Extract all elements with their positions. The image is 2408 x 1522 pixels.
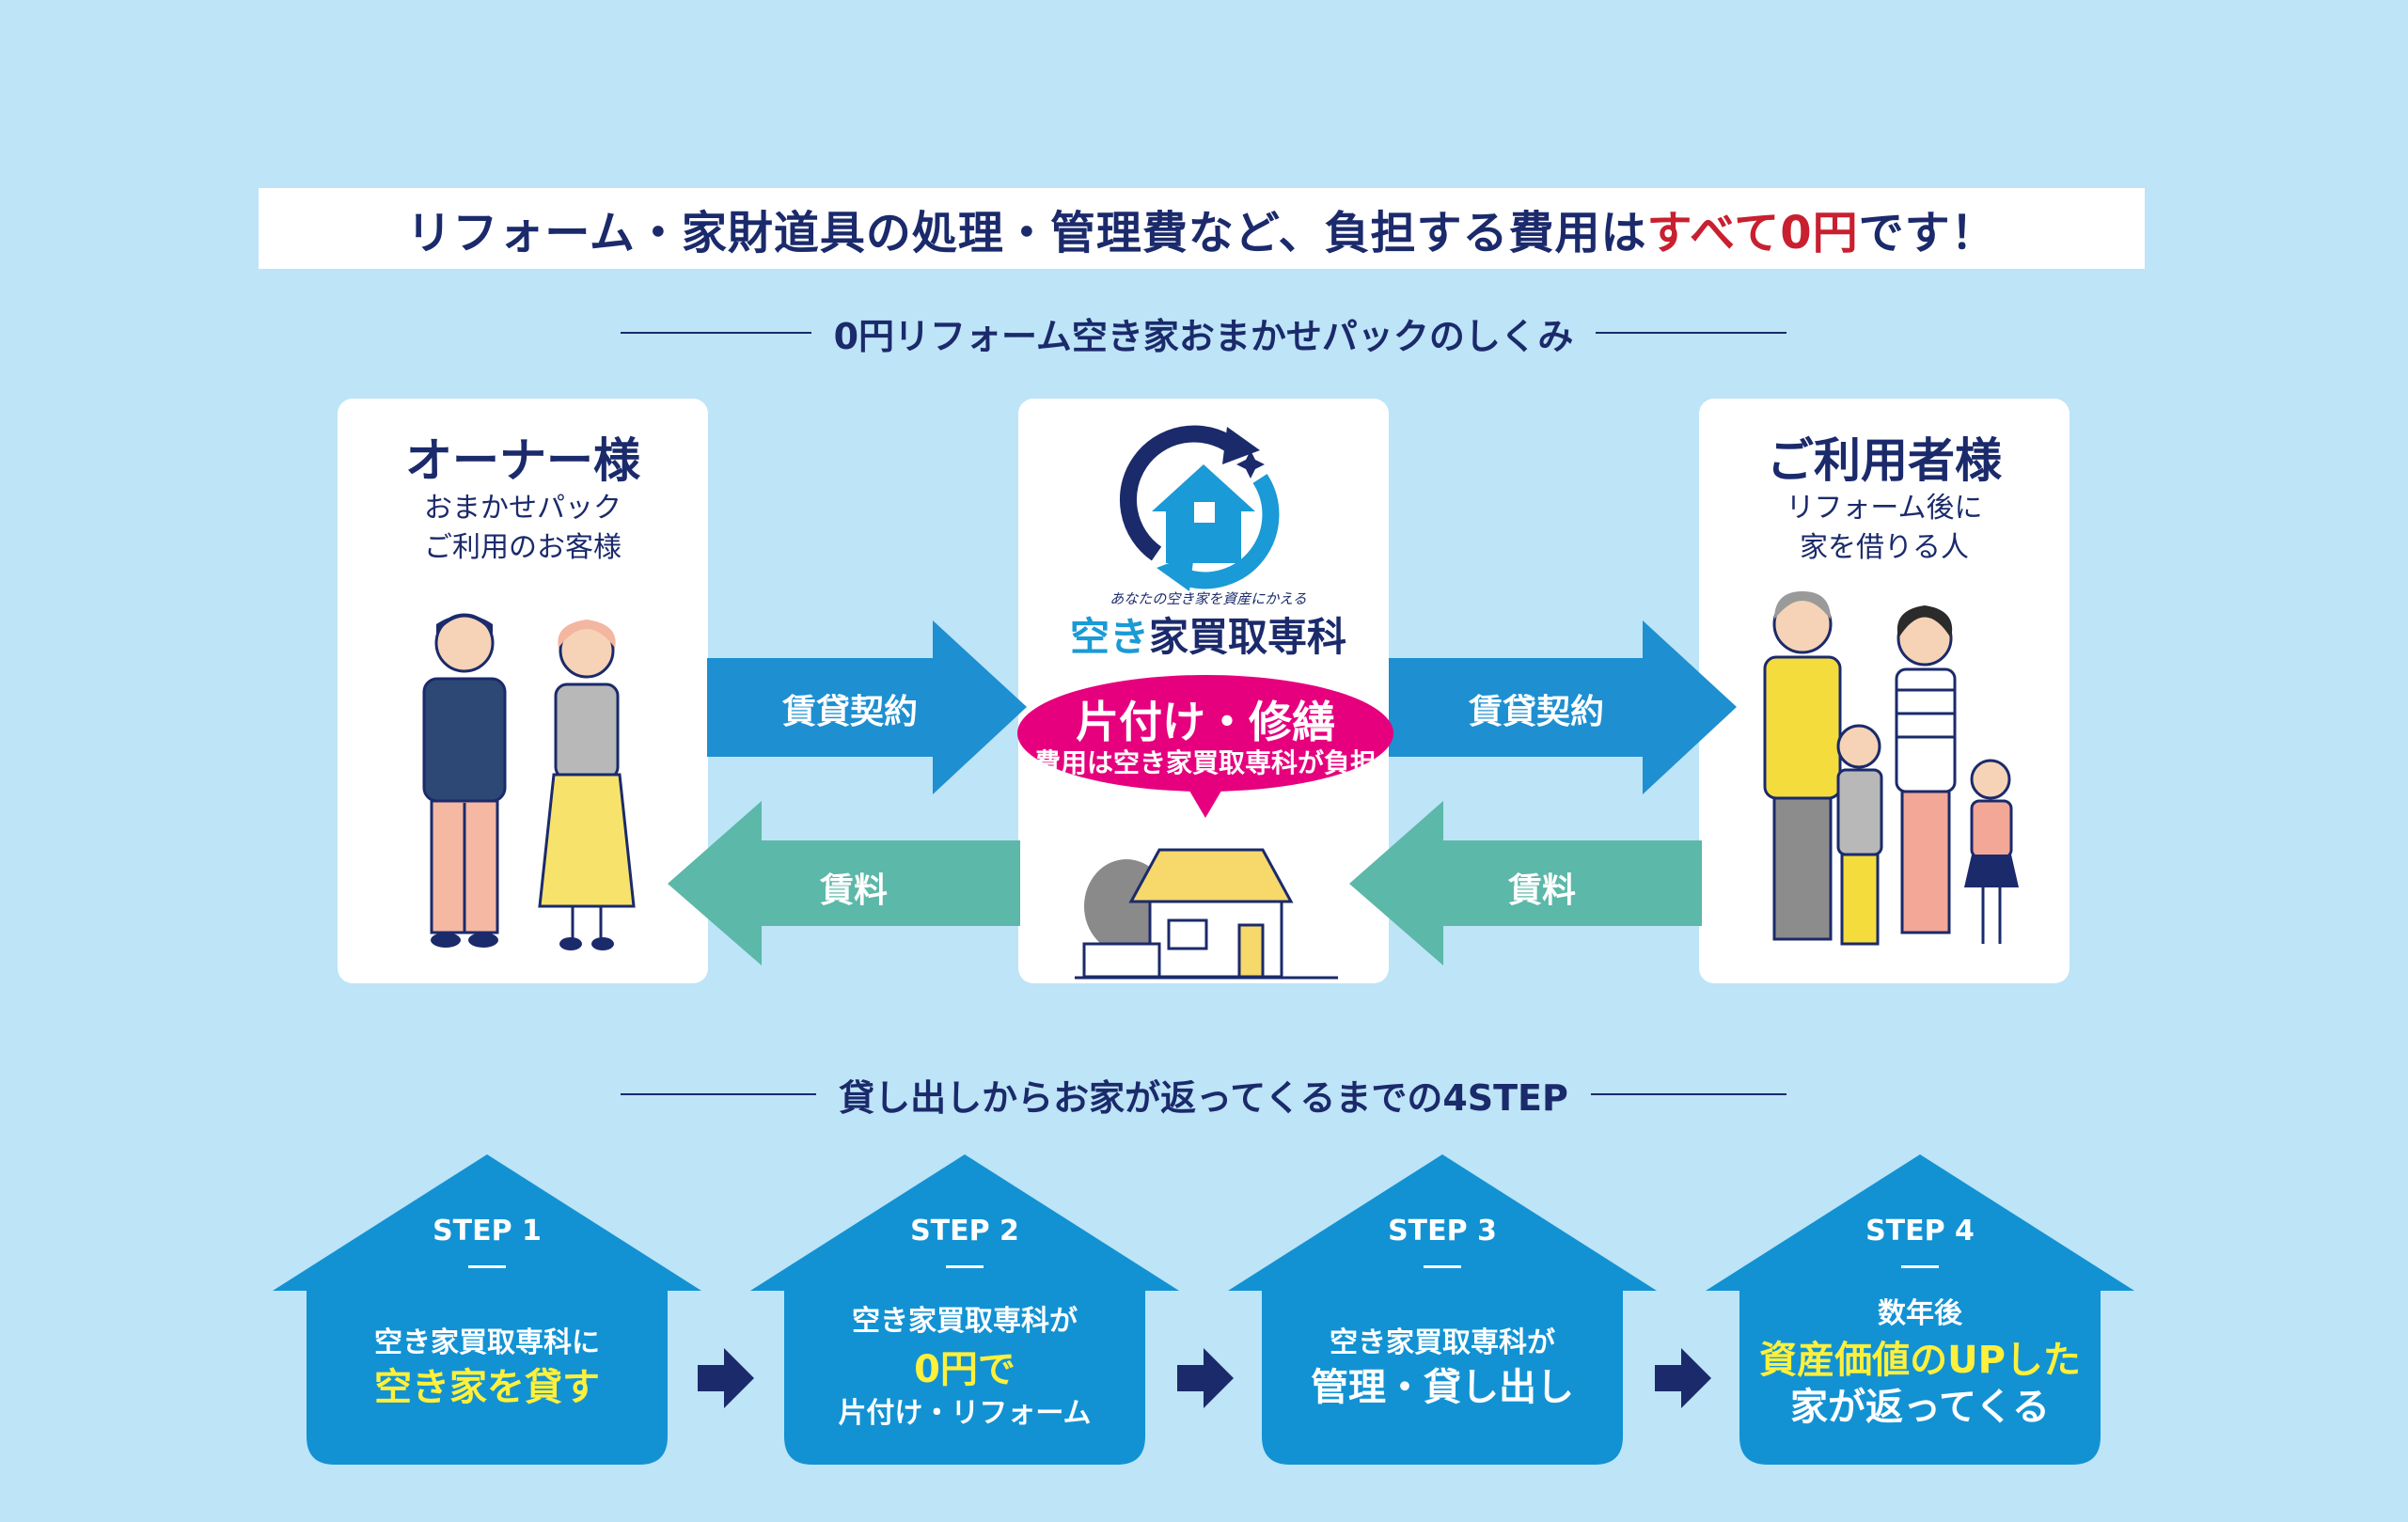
section-heading-mechanism: 0円リフォーム空き家おまかせパックのしくみ [621, 305, 1787, 361]
section-title: 貸し出しからお家が返ってくるまでの4STEP [839, 1076, 1568, 1119]
company-logo-icon [1119, 425, 1280, 591]
user-subtitle-1: リフォーム後に [1786, 492, 1983, 525]
bubble-subtitle: 費用は空き家買取専科が負担 [1033, 747, 1377, 778]
divider [621, 1093, 817, 1095]
step-2-label: STEP 2 [910, 1215, 1019, 1247]
logo-name-part1: 空き [1069, 614, 1149, 660]
arrow-rent-left [668, 801, 1020, 965]
step-2-line2: 0円で [914, 1348, 1015, 1391]
arrow-label-contract-left: 賃貸契約 [782, 693, 919, 731]
divider [1596, 332, 1787, 334]
divider [1590, 1093, 1786, 1095]
user-card: ご利用者様 リフォーム後に 家を借りる人 [1699, 399, 2070, 983]
divider [621, 332, 811, 334]
step-2-line3: 片付け・リフォーム [838, 1397, 1092, 1430]
logo-name-part2: 家買取専科 [1149, 614, 1347, 660]
step-arrow-1 [698, 1348, 754, 1408]
arrow-contract-left [707, 620, 1027, 794]
user-subtitle-2: 家を借りる人 [1800, 531, 1969, 564]
step-arrow-2 [1177, 1348, 1234, 1408]
house-illustration [1075, 848, 1338, 980]
arrow-contract-right [1389, 620, 1737, 794]
owner-subtitle-2: ご利用のお客様 [424, 531, 622, 564]
step-4-line2: 資産価値のUPした [1759, 1339, 2081, 1382]
step-2-line1: 空き家買取専科が [852, 1305, 1078, 1338]
top-banner: リフォーム・家財道具の処理・管理費など、負担する費用はすべて0円です！ [259, 188, 2145, 269]
section-title: 0円リフォーム空き家おまかせパックのしくみ [833, 315, 1574, 357]
step-2-card: STEP 2 空き家買取専科が 0円で 片付け・リフォーム [750, 1154, 1179, 1465]
logo-name: 空き家買取専科 [1053, 605, 1363, 663]
step-1-house-shape [273, 1154, 701, 1465]
step-4-line3: 家が返ってくる [1790, 1386, 2050, 1429]
banner-highlight: すべて0円 [1646, 207, 1859, 259]
banner-text-end: です！ [1858, 207, 1997, 259]
arrow-label-rent-left: 賃料 [820, 871, 889, 910]
step-1-rule [468, 1265, 506, 1268]
step-3-line2: 管理・貸し出し [1311, 1366, 1574, 1409]
user-family-illustration [1763, 591, 2019, 946]
step-1-line1: 空き家買取専科に [374, 1326, 600, 1359]
arrow-rent-right [1349, 801, 1702, 965]
step-2-rule [946, 1265, 984, 1268]
step-1-label: STEP 1 [433, 1215, 542, 1247]
step-arrow-3 [1655, 1348, 1711, 1408]
step-1-card: STEP 1 空き家買取専科に 空き家を貸す [273, 1154, 701, 1465]
step-4-label: STEP 4 [1865, 1215, 1975, 1247]
logo-caption: あなたの空き家を資産にかえる [1110, 590, 1307, 607]
owner-couple-illustration [422, 613, 636, 950]
step-4-line1: 数年後 [1878, 1297, 1962, 1330]
bubble-tail [1187, 786, 1224, 818]
step-3-card: STEP 3 空き家買取専科が 管理・貸し出し [1228, 1154, 1657, 1465]
step-4-card: STEP 4 数年後 資産価値のUPした 家が返ってくる [1706, 1154, 2134, 1465]
banner-text: リフォーム・家財道具の処理・管理費など、負担する費用は [406, 207, 1647, 259]
step-4-rule [1901, 1265, 1939, 1268]
repair-bubble: 片付け・修繕 費用は空き家買取専科が負担 [1017, 675, 1393, 792]
user-title: ご利用者様 [1767, 433, 2002, 488]
section-heading-steps: 貸し出しからお家が返ってくるまでの4STEP [621, 1066, 1786, 1122]
step-3-rule [1424, 1265, 1461, 1268]
step-3-label: STEP 3 [1388, 1215, 1497, 1247]
bubble-title: 片付け・修繕 [1076, 697, 1335, 747]
arrow-label-rent-right: 賃料 [1508, 871, 1577, 910]
owner-subtitle-1: おまかせパック [424, 492, 622, 525]
owner-card: オーナー様 おまかせパック ご利用のお客様 [338, 399, 708, 983]
step-4-house-shape [1706, 1154, 2134, 1465]
arrow-label-contract-right: 賃貸契約 [1469, 693, 1605, 731]
step-2-house-shape [750, 1154, 1179, 1465]
step-3-house-shape [1228, 1154, 1657, 1465]
step-3-line1: 空き家買取専科が [1330, 1326, 1555, 1359]
step-1-line2: 空き家を貸す [374, 1366, 600, 1409]
owner-title: オーナー様 [405, 433, 640, 488]
